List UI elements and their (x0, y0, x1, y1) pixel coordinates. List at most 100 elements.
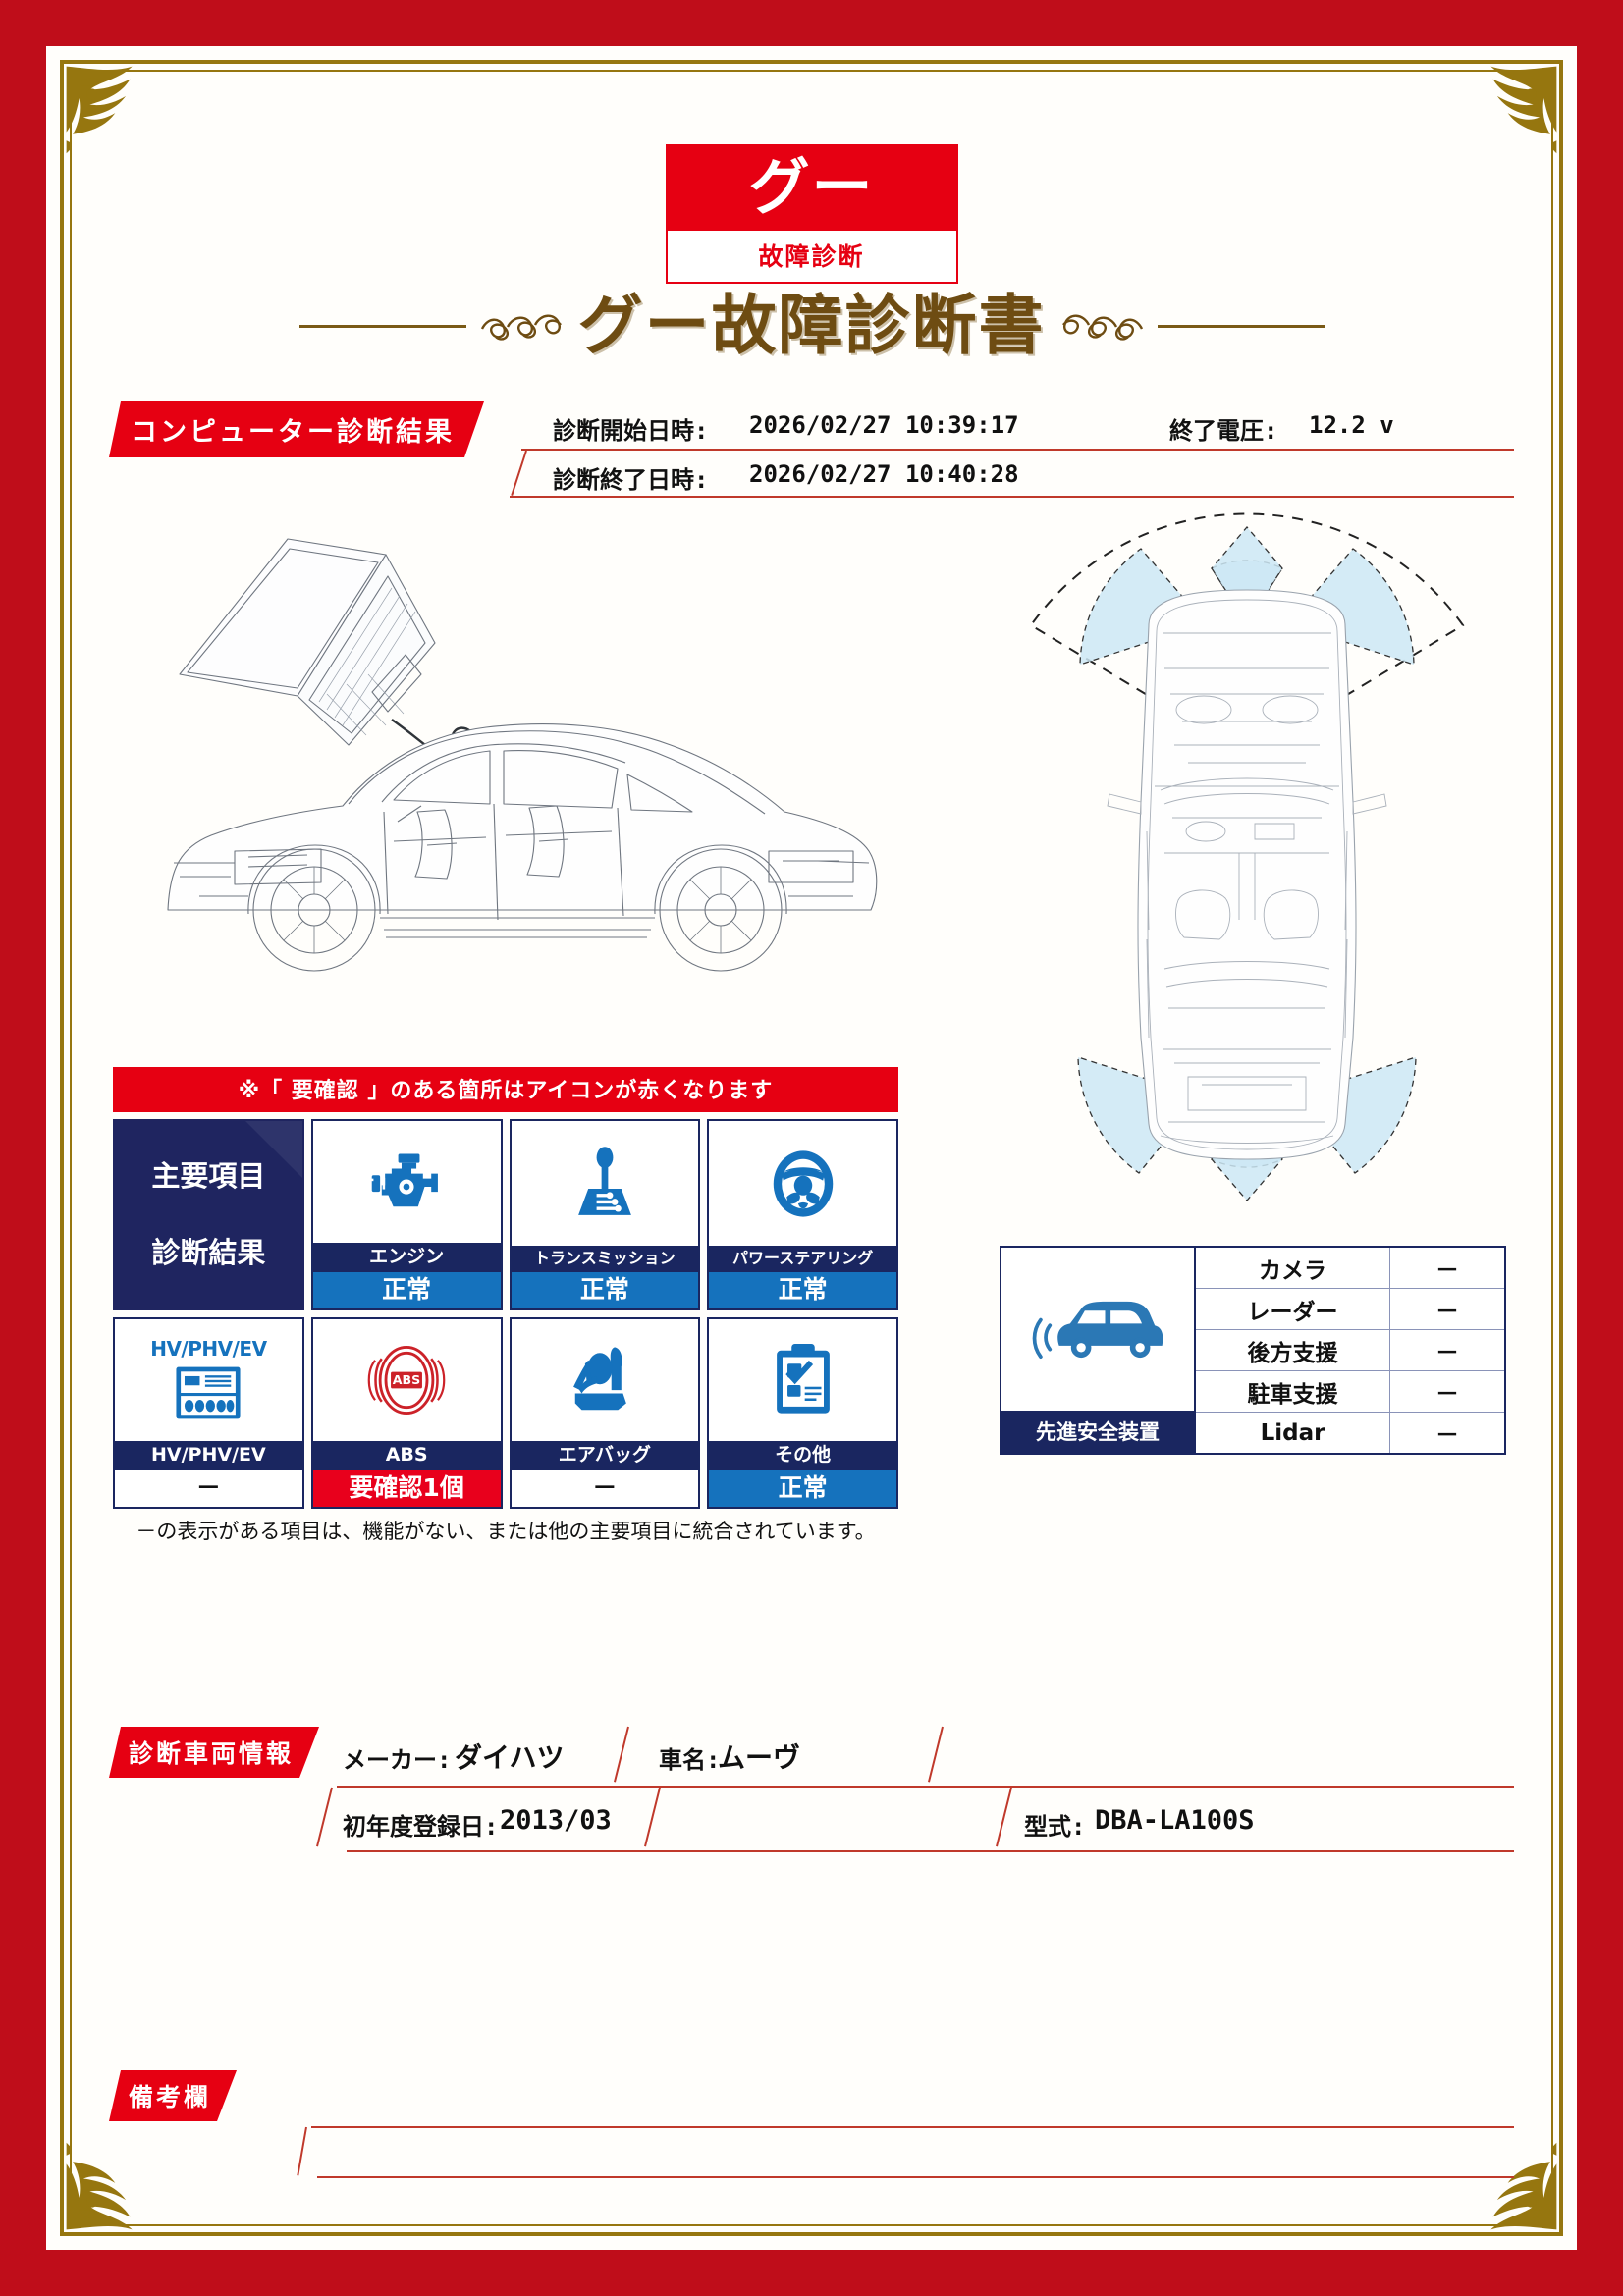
main-items-section: ※「 要確認 」のある箇所はアイコンが赤くなります 主要項目 診断結果 (113, 1067, 898, 1545)
main-items-header-line1: 主要項目 (151, 1158, 266, 1193)
diagnosis-end-value: 2026/02/27 10:40:28 (749, 460, 1019, 488)
item-status: 正常 (709, 1272, 896, 1308)
svg-text:ABS: ABS (393, 1372, 420, 1387)
abs-icon: ABS (312, 1319, 501, 1441)
hv-battery-icon: HV/PHV/EV (115, 1319, 302, 1441)
item-status: － (511, 1470, 699, 1507)
remarks-section[interactable]: 備考欄 (109, 2070, 1514, 2188)
title-rule-left (298, 324, 466, 328)
item-card-abs[interactable]: ABS ABS 要確認1個 (310, 1317, 503, 1509)
table-row: Lidar － (1196, 1413, 1504, 1453)
voltage-value: 12.2 v (1309, 411, 1394, 439)
safety-key: レーダー (1196, 1289, 1390, 1329)
item-name: ABS (312, 1441, 501, 1470)
certificate-page: グー 故障診断 グー故障診断書 (46, 46, 1577, 2250)
item-status: 正常 (511, 1272, 699, 1308)
safety-value: － (1435, 1256, 1459, 1284)
safety-key: 駐車支援 (1196, 1371, 1390, 1412)
safety-key: カメラ (1196, 1248, 1390, 1288)
computer-section-banner: コンピューター診断結果 (109, 401, 484, 457)
logo-brand-text: グー (748, 150, 875, 223)
page-title: グー故障診断書 (577, 288, 1046, 363)
divider-line-4 (347, 1850, 1514, 1852)
item-status: 正常 (312, 1272, 501, 1308)
maker-value: ダイハツ (455, 1741, 565, 1774)
flourish-right-icon (1057, 303, 1146, 348)
divider-line-1 (521, 449, 1514, 451)
model-value: ムーヴ (718, 1741, 801, 1774)
logo-brand-box: グー (667, 146, 956, 231)
divider-slash (644, 1787, 661, 1847)
safety-value: － (1435, 1421, 1459, 1449)
remarks-line-top (311, 2126, 1514, 2128)
illustration-area (101, 512, 1522, 1201)
safety-value: － (1435, 1380, 1459, 1408)
table-row: レーダー － (1196, 1289, 1504, 1330)
divider-slash (613, 1726, 629, 1783)
item-name: HV/PHV/EV (115, 1441, 302, 1470)
maker-label: メーカー: (343, 1746, 452, 1774)
divider-line-3 (337, 1786, 1514, 1788)
item-name: エンジン (312, 1243, 501, 1272)
safety-label-cell: 先進安全装置 (1001, 1248, 1196, 1453)
divider-line-2 (510, 496, 1514, 498)
item-card-engine[interactable]: エンジン 正常 (310, 1119, 503, 1310)
airbag-icon (511, 1319, 699, 1441)
divider-slash (927, 1726, 944, 1783)
divider-slash (996, 1787, 1012, 1847)
car-sensor-icon (1001, 1248, 1194, 1411)
first-registration-label: 初年度登録日: (343, 1813, 499, 1841)
model-label: 車名: (659, 1746, 721, 1774)
laptop-car-wireframe-illustration (140, 517, 916, 988)
item-status: 正常 (709, 1470, 896, 1507)
radar-coverage-topview-illustration (992, 507, 1502, 1214)
diagnosis-start-value: 2026/02/27 10:39:17 (749, 411, 1019, 439)
main-items-footer-note: －の表示がある項目は、機能がない、または他の主要項目に統合されています。 (135, 1520, 876, 1543)
transmission-icon (511, 1121, 699, 1246)
item-card-transmission[interactable]: トランスミッション 正常 (509, 1119, 701, 1310)
title-rule-right (1157, 324, 1325, 328)
computer-diagnosis-section: コンピューター診断結果 診断開始日時: 2026/02/27 10:39:17 … (109, 401, 1514, 498)
item-card-other[interactable]: その他 正常 (707, 1317, 898, 1509)
engine-icon (312, 1121, 501, 1243)
diagnosis-end-label: 診断終了日時: (553, 466, 709, 494)
steering-icon (709, 1121, 896, 1246)
type-value: DBA-LA100S (1095, 1805, 1255, 1836)
item-card-airbag[interactable]: エアバッグ － (509, 1317, 701, 1509)
table-row: 後方支援 － (1196, 1330, 1504, 1371)
vehicle-section-banner: 診断車両情報 (109, 1727, 319, 1778)
divider-slash (316, 1787, 333, 1847)
safety-label: 先進安全装置 (1001, 1411, 1194, 1453)
diagnosis-start-label: 診断開始日時: (553, 417, 709, 445)
safety-value: － (1435, 1339, 1459, 1366)
table-row: カメラ － (1196, 1248, 1504, 1289)
divider-slash (297, 2126, 307, 2176)
goo-logo: グー 故障診断 (665, 144, 958, 284)
divider-slash (511, 450, 527, 496)
safety-value: － (1435, 1298, 1459, 1325)
remarks-section-banner: 備考欄 (109, 2070, 237, 2121)
document-title-row: グー故障診断書 (101, 294, 1522, 358)
item-name: エアバッグ (511, 1441, 699, 1470)
table-row: 駐車支援 － (1196, 1371, 1504, 1413)
item-name: その他 (709, 1441, 896, 1470)
clipboard-check-icon (709, 1319, 896, 1441)
main-items-header-line2: 診断結果 (151, 1236, 266, 1270)
advanced-safety-table: 先進安全装置 カメラ － レーダー － 後方支援 － 駐車支援 － (1000, 1246, 1506, 1455)
logo-subtitle: 故障診断 (667, 231, 956, 282)
item-status: － (115, 1470, 302, 1507)
voltage-label: 終了電圧: (1169, 417, 1278, 445)
item-card-power-steering[interactable]: パワーステアリング 正常 (707, 1119, 898, 1310)
type-label: 型式: (1024, 1813, 1086, 1841)
item-name: トランスミッション (511, 1246, 699, 1272)
item-status: 要確認1個 (312, 1470, 501, 1507)
item-card-hv-phv-ev[interactable]: HV/PHV/EV (113, 1317, 304, 1509)
hv-icon-caption: HV/PHV/EV (150, 1337, 267, 1361)
item-name: パワーステアリング (709, 1246, 896, 1272)
flourish-left-icon (478, 303, 567, 348)
remarks-line-bottom (317, 2176, 1514, 2178)
safety-key: Lidar (1196, 1413, 1390, 1453)
warning-note-bar: ※「 要確認 」のある箇所はアイコンが赤くなります (113, 1067, 898, 1112)
first-registration-value: 2013/03 (500, 1805, 612, 1836)
safety-key: 後方支援 (1196, 1330, 1390, 1370)
